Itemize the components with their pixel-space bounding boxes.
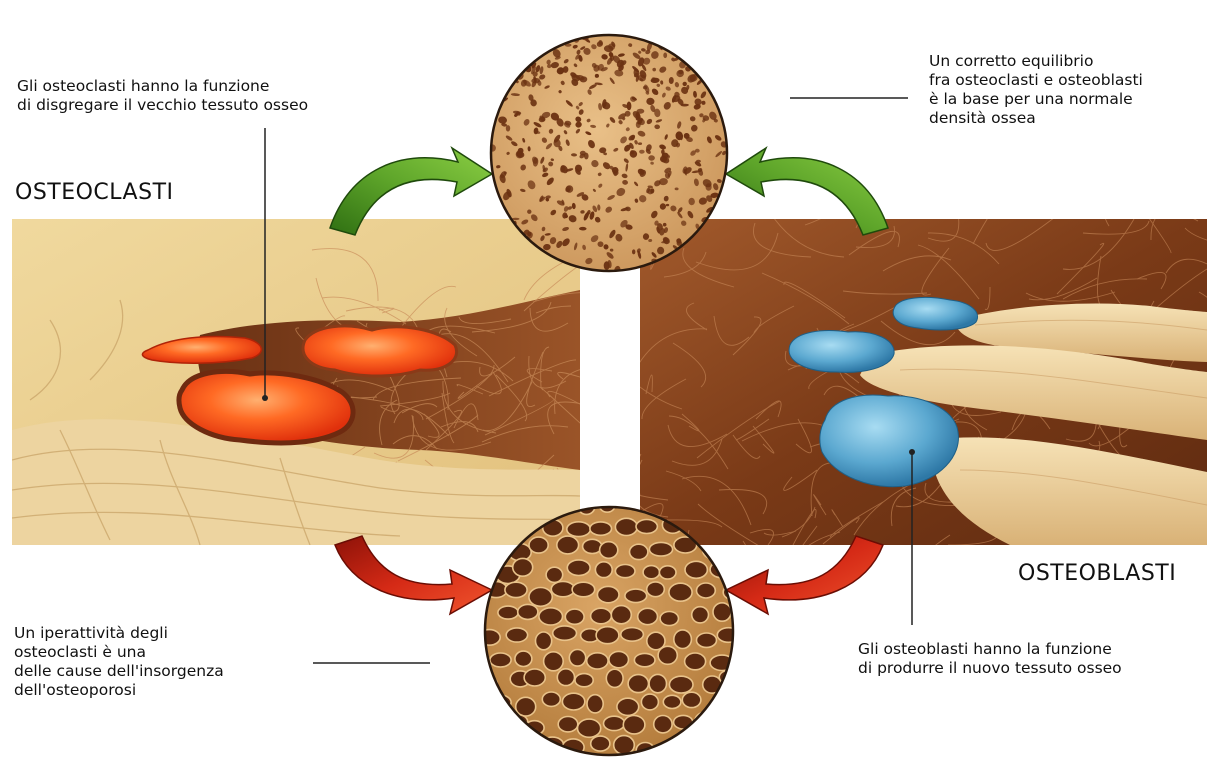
red-arrow-left	[335, 536, 492, 614]
balance-note: Un corretto equilibrio fra osteoclasti e…	[929, 52, 1143, 128]
hyperactivity-note: Un iperattività degli osteoclasti è una …	[14, 624, 224, 700]
red-arrow-right	[726, 536, 883, 614]
osteoclast-panel	[12, 219, 627, 545]
osteoclast-function-label: Gli osteoclasti hanno la funzione di dis…	[17, 77, 308, 115]
osteoclast-cell-large	[179, 371, 353, 443]
osteoblast-title: OSTEOBLASTI	[1018, 561, 1176, 586]
osteoblast-function-label: Gli osteoblasti hanno la funzione di pro…	[858, 640, 1122, 678]
osteoclast-cell-medium	[303, 326, 457, 376]
osteoblast-cell-medium	[789, 331, 894, 373]
osteoclast-title: OSTEOCLASTI	[15, 180, 174, 205]
